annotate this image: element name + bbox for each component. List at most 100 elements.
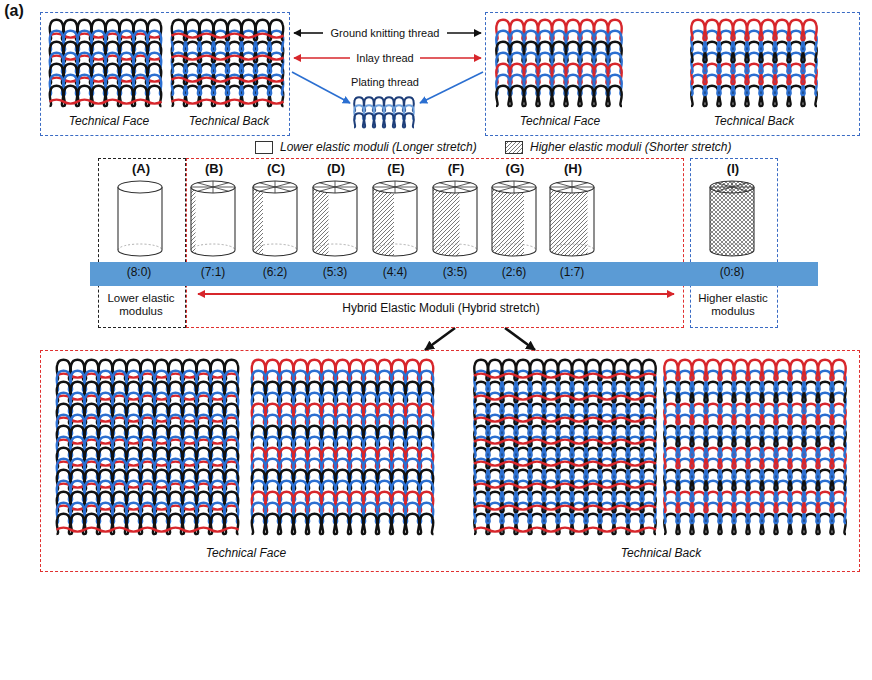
ratio-label: (5:3) xyxy=(323,266,348,280)
tube-spoke xyxy=(319,183,350,191)
panel-label: Lower elastic modulus xyxy=(101,292,181,318)
tube-back-edge xyxy=(191,244,235,250)
tube-spoke xyxy=(716,183,747,191)
knit-loop-row xyxy=(57,437,239,457)
knit-loop-row xyxy=(474,481,656,501)
range-arrow xyxy=(198,293,674,295)
tube-hatch xyxy=(710,187,754,256)
tube-spoke xyxy=(556,183,587,191)
knit-loop-row xyxy=(664,514,846,534)
knit-loop-row xyxy=(664,426,846,446)
knit-loop-row xyxy=(496,64,622,84)
inlay-thread xyxy=(474,418,656,422)
tube-body xyxy=(433,187,477,256)
knit-loop-row xyxy=(172,20,284,40)
tube-outline xyxy=(253,187,297,256)
knit-loop-row xyxy=(496,53,622,73)
fabric-tube xyxy=(373,181,417,256)
tube-outline xyxy=(313,187,357,256)
tube-body xyxy=(191,187,235,256)
knit-loop-row xyxy=(474,360,656,380)
knit-loop-row xyxy=(664,470,846,490)
inlay-thread xyxy=(50,56,162,60)
knit-loop-row xyxy=(50,31,162,51)
tube-spoke xyxy=(710,187,754,188)
knit-loop-row xyxy=(664,360,846,380)
tube-body xyxy=(373,187,417,256)
fabric-tube xyxy=(118,181,162,256)
inlay-thread xyxy=(172,78,284,82)
knit-loop-row xyxy=(252,426,434,446)
tube-hatch xyxy=(550,187,588,256)
knit-loop-row xyxy=(691,64,817,84)
knit-loop-row xyxy=(57,415,239,435)
knit-loop-row xyxy=(252,360,434,380)
inlay-thread xyxy=(474,440,656,444)
panel-label: (B) xyxy=(205,162,223,177)
knit-loop-row xyxy=(252,481,434,501)
knit-loop-row xyxy=(691,75,817,95)
modulus-group: (B)(C)(D)(E)(F)(G)(H)Hybrid Elastic Modu… xyxy=(186,158,684,328)
tube-top xyxy=(492,181,536,193)
knit-loop-row xyxy=(57,426,239,446)
knit-loop-row xyxy=(172,31,284,51)
ratio-label: (8:0) xyxy=(127,266,152,280)
inlay-thread xyxy=(57,462,239,466)
structure-caption: Technical Back xyxy=(714,115,794,129)
thread-label: Inlay thread xyxy=(356,52,413,65)
inlay-thread xyxy=(57,418,239,422)
inlay-thread xyxy=(172,56,284,60)
inlay-thread xyxy=(57,506,239,510)
inlay-thread xyxy=(57,374,239,378)
tube-top xyxy=(191,181,235,193)
structure-panel: Technical FaceTechnical Back xyxy=(40,12,290,136)
tube-top xyxy=(550,181,594,193)
knit-loop-row xyxy=(664,448,846,468)
tube-hatch xyxy=(313,187,329,256)
legend-entry: Lower elastic moduli (Longer stretch) xyxy=(255,140,477,154)
tube-spoke xyxy=(514,181,515,193)
knit-loop-row xyxy=(252,492,434,512)
tube-back-edge xyxy=(710,244,754,250)
tube-spoke xyxy=(259,183,290,191)
tube-top xyxy=(710,181,754,193)
knit-structure xyxy=(252,360,434,534)
swatch-fill xyxy=(506,141,523,153)
tube-body xyxy=(710,187,754,256)
leader-arrow xyxy=(292,72,350,103)
knit-loop-row xyxy=(50,86,162,106)
panel-label: (I) xyxy=(727,162,739,177)
fabric-tube xyxy=(433,181,477,256)
inlay-thread xyxy=(57,440,239,444)
knit-loop-row xyxy=(172,42,284,62)
tube-outline xyxy=(191,187,235,256)
knit-loop-row xyxy=(474,448,656,468)
inlay-thread xyxy=(474,484,656,488)
knit-loop-row xyxy=(474,492,656,512)
knit-loop-row xyxy=(474,415,656,435)
tube-spoke xyxy=(275,181,276,193)
tube-body xyxy=(118,187,162,256)
inlay-thread xyxy=(50,78,162,82)
knit-loop-row xyxy=(252,503,434,523)
tube-spoke xyxy=(319,183,350,191)
knit-structure xyxy=(474,360,656,534)
structure-caption: Technical Face xyxy=(520,115,600,129)
inlay-thread xyxy=(474,396,656,400)
leader-arrow xyxy=(420,57,481,59)
tube-spoke xyxy=(191,187,235,188)
knit-loop-row xyxy=(172,75,284,95)
tube-spoke xyxy=(550,187,594,188)
knit-loop-row xyxy=(57,393,239,413)
tube-spoke xyxy=(455,181,456,193)
knit-loop-row xyxy=(664,415,846,435)
panel-label: (H) xyxy=(564,162,582,177)
knit-loop-row xyxy=(57,481,239,501)
tube-body xyxy=(492,187,536,256)
tube-body xyxy=(313,187,357,256)
tube-spoke xyxy=(498,183,529,191)
tube-spoke xyxy=(259,183,290,191)
inlay-thread xyxy=(172,34,284,38)
